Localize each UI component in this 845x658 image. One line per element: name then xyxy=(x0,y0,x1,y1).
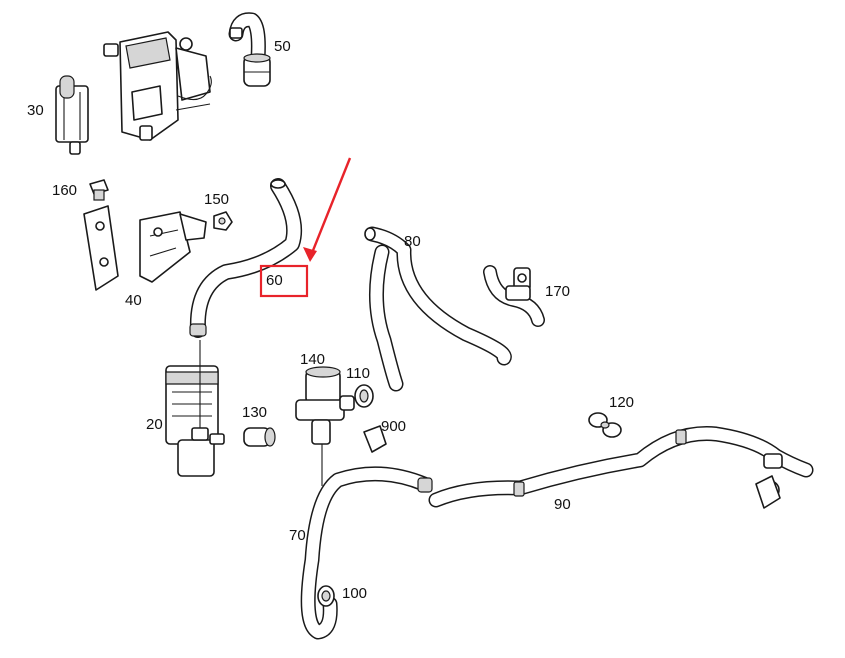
part-90-hose[interactable] xyxy=(428,426,814,509)
part-50-elbow-hose[interactable] xyxy=(228,12,271,87)
label-80: 80 xyxy=(404,233,421,250)
label-40: 40 xyxy=(125,292,142,309)
part-100-clip[interactable] xyxy=(317,585,335,607)
part-170-connector[interactable] xyxy=(483,265,545,327)
label-50: 50 xyxy=(274,38,291,55)
label-30: 30 xyxy=(27,102,44,119)
part-900-fitting[interactable] xyxy=(363,425,387,453)
label-160: 160 xyxy=(52,182,77,199)
label-110: 110 xyxy=(346,365,370,382)
part-60-hose[interactable] xyxy=(189,178,303,338)
part-110-clamp[interactable] xyxy=(354,384,374,408)
label-130: 130 xyxy=(242,404,267,421)
label-70: 70 xyxy=(289,527,306,544)
heater-assembly-top[interactable] xyxy=(103,31,212,141)
part-160-bolt[interactable] xyxy=(89,179,109,201)
label-20: 20 xyxy=(146,416,163,433)
label-150: 150 xyxy=(204,191,229,208)
label-60: 60 xyxy=(266,272,283,289)
label-170: 170 xyxy=(545,283,570,300)
part-130-sleeve[interactable] xyxy=(243,427,276,447)
part-140-valve[interactable] xyxy=(295,366,355,486)
label-90: 90 xyxy=(554,496,571,513)
label-140: 140 xyxy=(300,351,325,368)
label-100: 100 xyxy=(342,585,367,602)
part-20-heater-unit[interactable] xyxy=(165,340,225,477)
part-40-bracket[interactable] xyxy=(83,205,207,291)
highlight-arrowhead xyxy=(303,247,317,262)
label-900: 900 xyxy=(381,418,406,435)
highlight-box-60 xyxy=(259,264,309,298)
part-30-bracket[interactable] xyxy=(55,75,89,155)
part-70-hose[interactable] xyxy=(300,466,433,640)
label-120: 120 xyxy=(609,394,634,411)
part-150-nut[interactable] xyxy=(213,211,233,231)
part-80-hose[interactable] xyxy=(364,226,512,392)
part-120-clamps[interactable] xyxy=(588,412,622,438)
highlight-arrow xyxy=(308,157,352,259)
